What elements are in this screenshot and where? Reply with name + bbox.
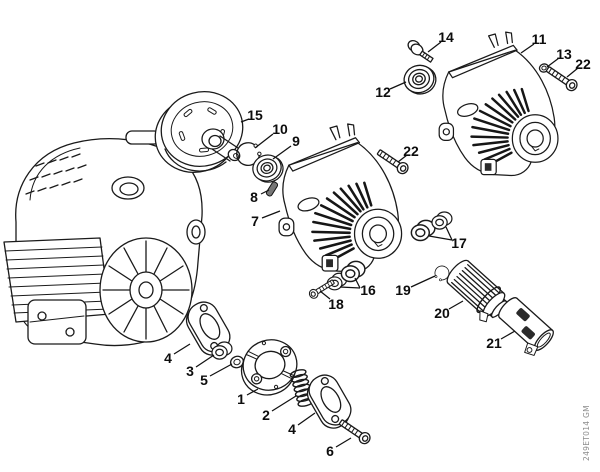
callout-5: 5: [200, 372, 208, 388]
leader-line-15: [240, 118, 250, 123]
leader-line-4-lower: [297, 412, 316, 426]
clutch-shoes-1: [240, 339, 298, 396]
callout-3: 3: [186, 363, 194, 379]
leader-line-10: [254, 133, 274, 149]
callout-12: 12: [375, 84, 391, 100]
leader-line-3: [195, 354, 215, 368]
leader-line-9: [272, 145, 292, 160]
splined-sleeve-20: [446, 259, 508, 323]
callout-19: 19: [395, 282, 411, 298]
washer-5: [229, 355, 245, 369]
callout-17: 17: [451, 235, 467, 251]
callout-15: 15: [247, 107, 263, 123]
leader-line-2: [271, 395, 297, 412]
leader-line-8: [260, 189, 270, 195]
callout-2: 2: [262, 407, 270, 423]
leader-line-11: [520, 43, 535, 54]
callout-22-middle: 22: [403, 143, 419, 159]
callout-21: 21: [486, 335, 502, 351]
leader-line-16: [339, 286, 361, 289]
figure-code-watermark: 249ET014 GM: [582, 405, 591, 461]
callout-10: 10: [272, 121, 288, 137]
leader-line-13: [546, 57, 560, 68]
leader-line-17-1: [445, 226, 453, 241]
bearing-9: [248, 150, 288, 187]
leader-line-18: [319, 290, 331, 300]
callout-18: 18: [328, 296, 344, 312]
callout-7: 7: [251, 213, 259, 229]
leader-line-5: [209, 363, 233, 377]
callout-4-lower: 4: [288, 421, 296, 437]
leader-line-6: [335, 437, 352, 448]
callout-1: 1: [237, 391, 245, 407]
callout-20: 20: [434, 305, 450, 321]
leader-line-17: [428, 235, 453, 241]
callout-4-upper: 4: [164, 350, 172, 366]
fan-housing-11: [437, 30, 560, 177]
starter-grille: [25, 153, 87, 195]
leader-line-7: [261, 210, 281, 219]
callout-16: 16: [360, 282, 376, 298]
leader-line-21: [500, 330, 516, 340]
callout-14: 14: [438, 29, 454, 45]
callout-13: 13: [556, 46, 572, 62]
leader-line-16-1: [354, 277, 361, 289]
drum-shaft: [211, 135, 239, 162]
callout-9: 9: [292, 133, 300, 149]
clutch-drum-15: [154, 91, 244, 173]
coupling-21: [498, 297, 554, 356]
callout-11: 11: [532, 31, 547, 47]
leader-line-1: [246, 388, 259, 396]
callout-22-right: 22: [575, 56, 591, 72]
screw-6: [336, 416, 373, 447]
callout-6: 6: [326, 443, 334, 459]
leader-line-22-right: [566, 67, 579, 78]
callout-8: 8: [250, 189, 258, 205]
leader-line-19: [410, 275, 436, 288]
leader-line-22-middle: [397, 154, 408, 163]
screw-22-right: [543, 63, 580, 94]
pin-8: [265, 181, 279, 197]
engine-assembly: [3, 130, 206, 347]
bearing-12: [399, 60, 441, 99]
leader-line-20: [448, 300, 464, 310]
leader-line-4-upper: [173, 343, 191, 355]
leader-line-12: [389, 81, 407, 90]
screw-14: [407, 39, 434, 63]
leader-line-14: [427, 41, 442, 53]
engine-mount: [27, 299, 87, 345]
